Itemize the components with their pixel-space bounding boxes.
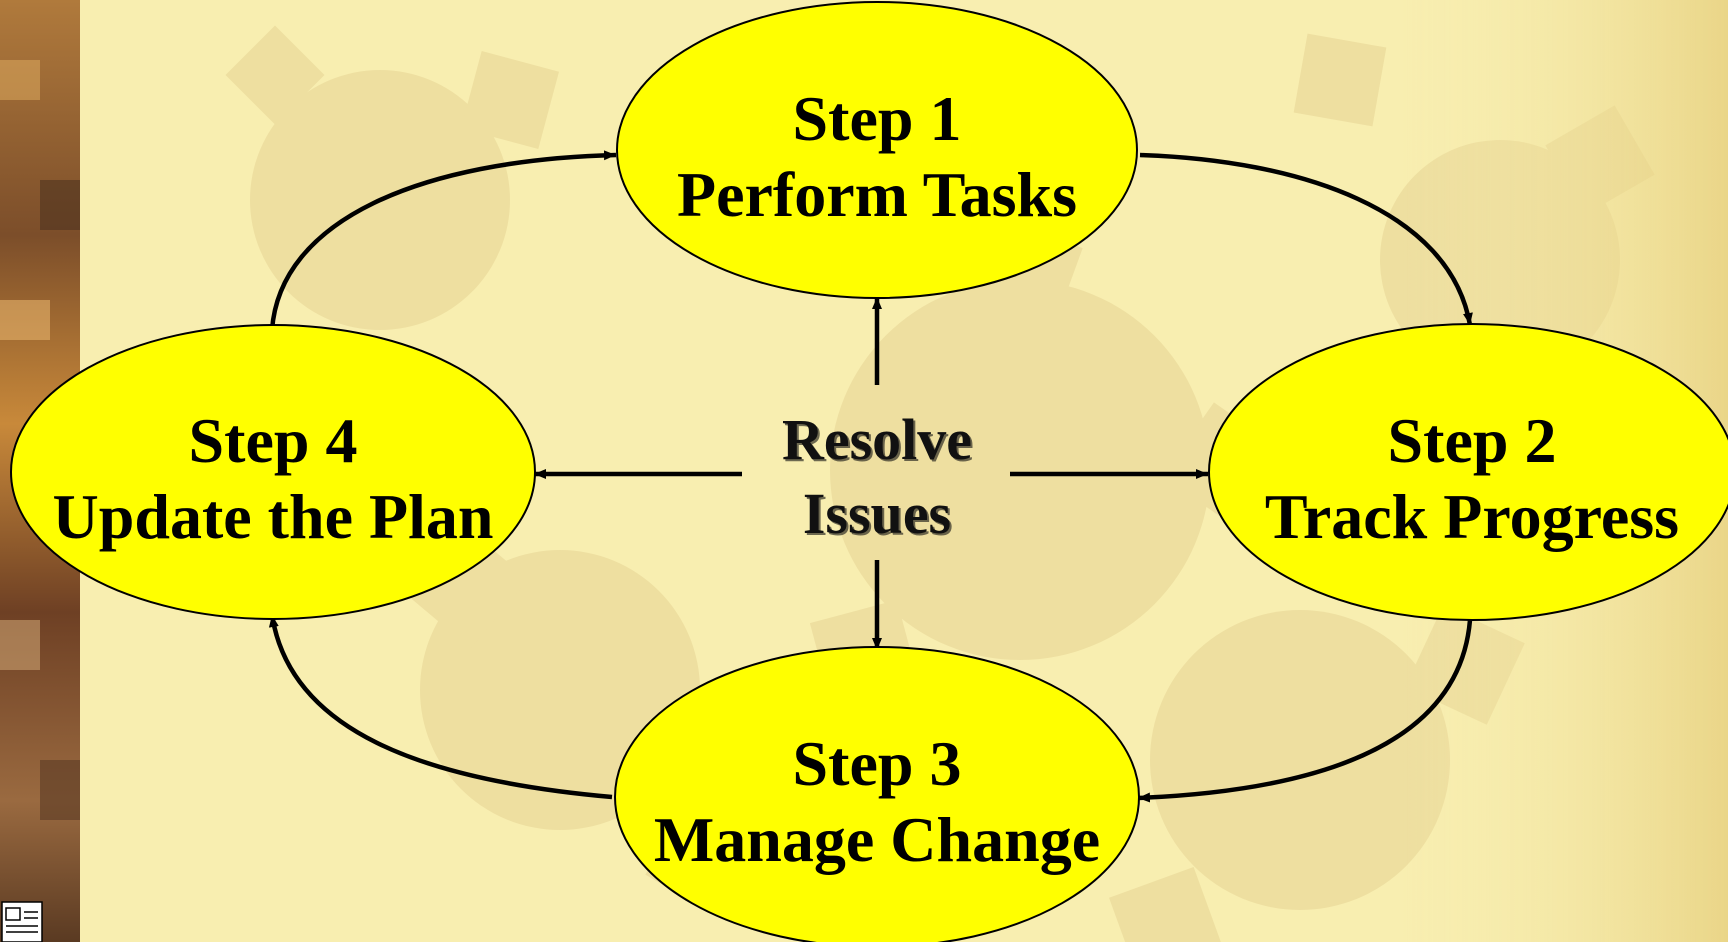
arrow-step4-to-step1 [269,150,617,331]
arrow-step2-to-step3 [1137,619,1473,803]
center-line-1: Resolve [782,407,972,472]
step-3-number: Step 3 [793,728,962,799]
center-line-2: Issues [803,481,951,546]
arrow-step1-to-step2 [1139,152,1473,326]
step-1-label: Perform Tasks [677,159,1077,230]
step-2-label: Track Progress [1265,481,1679,552]
svg-text:Resolve: Resolve [784,409,974,474]
step-1-number: Step 1 [793,83,962,154]
step-4-label: Update the Plan [53,481,494,552]
document-icon[interactable] [1,901,43,942]
svg-text:Issues: Issues [805,483,953,548]
step-4-number: Step 4 [189,405,358,476]
resolve-issues-label: Resolve Issues Resolve Issues [782,407,974,548]
step-1-node[interactable]: Step 1 Perform Tasks [616,1,1138,299]
step-3-node[interactable]: Step 3 Manage Change [614,646,1140,942]
step-2-number: Step 2 [1388,405,1557,476]
arrow-step3-to-step4 [268,614,613,800]
step-4-node[interactable]: Step 4 Update the Plan [10,324,536,620]
step-3-label: Manage Change [654,804,1100,875]
step-2-node[interactable]: Step 2 Track Progress [1208,323,1728,621]
